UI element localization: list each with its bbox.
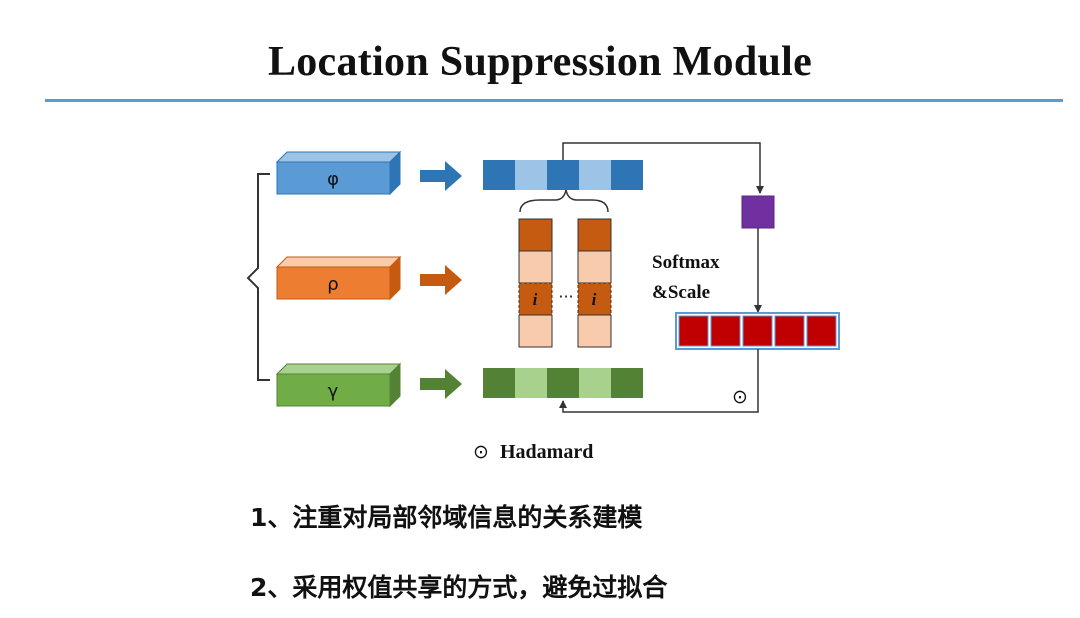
phi-to-softmax-line (562, 142, 764, 194)
rho-label: ρ (327, 274, 338, 295)
weight-strip (675, 312, 840, 350)
bullet-point-1: 1、注重对局部邻域信息的关系建模 (250, 503, 643, 532)
gamma-block: γ (275, 362, 402, 408)
bullet-point-2: 2、采用权值共享的方式，避免过拟合 (250, 573, 668, 602)
column-ellipsis: ··· (558, 287, 573, 306)
phi-label: φ (327, 169, 339, 190)
hadamard-op-symbol: ⊙ (732, 386, 748, 408)
gamma-strip (483, 368, 643, 398)
gamma-label: γ (328, 381, 339, 402)
gamma-arrow (420, 369, 462, 399)
rho-block: ρ (275, 255, 402, 301)
softmax-op-square (741, 195, 775, 229)
slide-title: Location Suppression Module (267, 39, 813, 85)
column-brace (519, 189, 609, 213)
cell-marker-left: i (533, 290, 538, 309)
input-bracket (246, 173, 270, 381)
cell-marker-right: i (592, 290, 597, 309)
phi-strip (483, 160, 643, 190)
hadamard-legend-symbol: ⊙ (473, 441, 489, 463)
phi-block: φ (275, 150, 402, 196)
rho-column-left: i (518, 218, 553, 348)
softmax-label-line1: Softmax (652, 252, 720, 273)
title-underline (45, 99, 1063, 102)
phi-arrow (420, 161, 462, 191)
weights-to-gamma-line (559, 349, 759, 413)
hadamard-legend-text: Hadamard (500, 441, 593, 463)
rho-column-right: i (577, 218, 612, 348)
softmax-label-line2: &Scale (652, 282, 710, 303)
rho-arrow (420, 265, 462, 295)
